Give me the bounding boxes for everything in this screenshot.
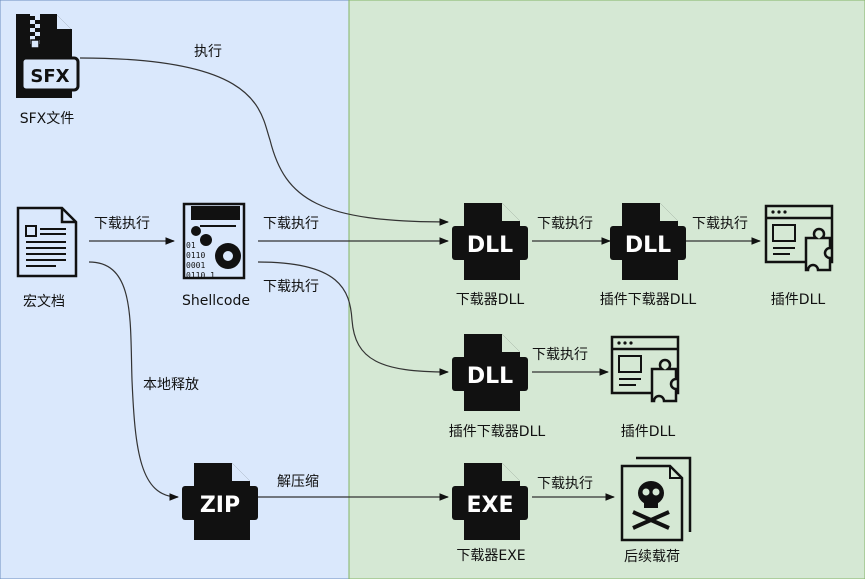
edge-sfx-to-dll <box>79 57 449 226</box>
edge-label-exec: 执行 <box>194 44 222 60</box>
sfx-label: SFX文件 <box>20 111 75 127</box>
binary-line-3: 0001 <box>186 261 205 270</box>
downloader-dll-badge: DLL <box>467 233 513 258</box>
zip-node: ZIP <box>182 463 258 540</box>
edge-label-shellcode-dll: 下载执行 <box>263 216 319 232</box>
edge-label-local-release: 本地释放 <box>143 377 199 393</box>
edge-label-mid-dll-plugin: 下载执行 <box>532 347 588 363</box>
downloader-dll-node: DLL 下载器DLL <box>452 203 528 308</box>
plugin-downloader-dll-top-label: 插件下载器DLL <box>600 292 697 308</box>
shellcode-gears-icon: 01 0110 0001 0110 1 <box>182 202 246 280</box>
dll-file-icon <box>452 334 528 411</box>
shellcode-label: Shellcode <box>182 293 250 309</box>
edge-label-macro-shellcode: 下载执行 <box>94 216 150 232</box>
plugin-dll-top-label: 插件DLL <box>771 292 826 308</box>
edge-macro-to-zip <box>88 261 179 501</box>
macro-label: 宏文档 <box>23 294 65 310</box>
edge-label-dll-plugin-downloader: 下载执行 <box>537 216 593 232</box>
dll-file-icon <box>610 203 686 280</box>
payload-label: 后续载荷 <box>624 548 680 565</box>
plugin-downloader-dll-mid-badge: DLL <box>467 364 513 389</box>
plugin-window-icon <box>764 204 834 272</box>
edge-label-plugin-downloader-plugin: 下载执行 <box>692 216 748 232</box>
downloader-dll-label: 下载器DLL <box>456 292 525 308</box>
edge-label-unzip: 解压缩 <box>277 474 319 490</box>
document-icon <box>16 206 78 278</box>
edge-shellcode-to-mid-dll <box>257 261 449 376</box>
skull-file-icon <box>620 456 692 542</box>
plugin-dll-top-node: 插件DLL <box>764 204 834 308</box>
exe-file-icon <box>452 463 528 540</box>
edge-label-shellcode-mid: 下载执行 <box>263 279 319 295</box>
macro-node: 宏文档 <box>16 206 78 310</box>
right-panel <box>348 0 865 579</box>
shellcode-node: 01 0110 0001 0110 1 Shellcode <box>182 202 250 309</box>
binary-line-2: 0110 <box>186 251 205 260</box>
plugin-downloader-dll-mid-node: DLL 插件下载器DLL <box>449 334 546 440</box>
edge-label-exe-payload: 下载执行 <box>537 476 593 492</box>
downloader-exe-node: EXE 下载器EXE <box>452 463 528 564</box>
plugin-downloader-dll-top-node: DLL 插件下载器DLL <box>600 203 697 308</box>
downloader-exe-badge: EXE <box>466 493 513 518</box>
sfx-node: SFX SFX文件 <box>16 14 80 127</box>
zip-badge: ZIP <box>200 493 240 518</box>
plugin-downloader-dll-mid-label: 插件下载器DLL <box>449 424 546 440</box>
payload-node: 后续载荷 <box>620 456 692 565</box>
plugin-window-icon <box>610 335 680 403</box>
downloader-exe-label: 下载器EXE <box>456 548 525 564</box>
zip-file-icon <box>182 463 258 540</box>
archive-file-icon <box>16 14 80 98</box>
binary-line-4: 0110 1 <box>186 271 215 280</box>
plugin-dll-mid-node: 插件DLL <box>610 335 680 440</box>
binary-line-1: 01 <box>186 241 196 250</box>
plugin-dll-mid-label: 插件DLL <box>621 424 676 440</box>
sfx-badge: SFX <box>30 66 69 87</box>
plugin-downloader-dll-top-badge: DLL <box>625 233 671 258</box>
dll-file-icon <box>452 203 528 280</box>
